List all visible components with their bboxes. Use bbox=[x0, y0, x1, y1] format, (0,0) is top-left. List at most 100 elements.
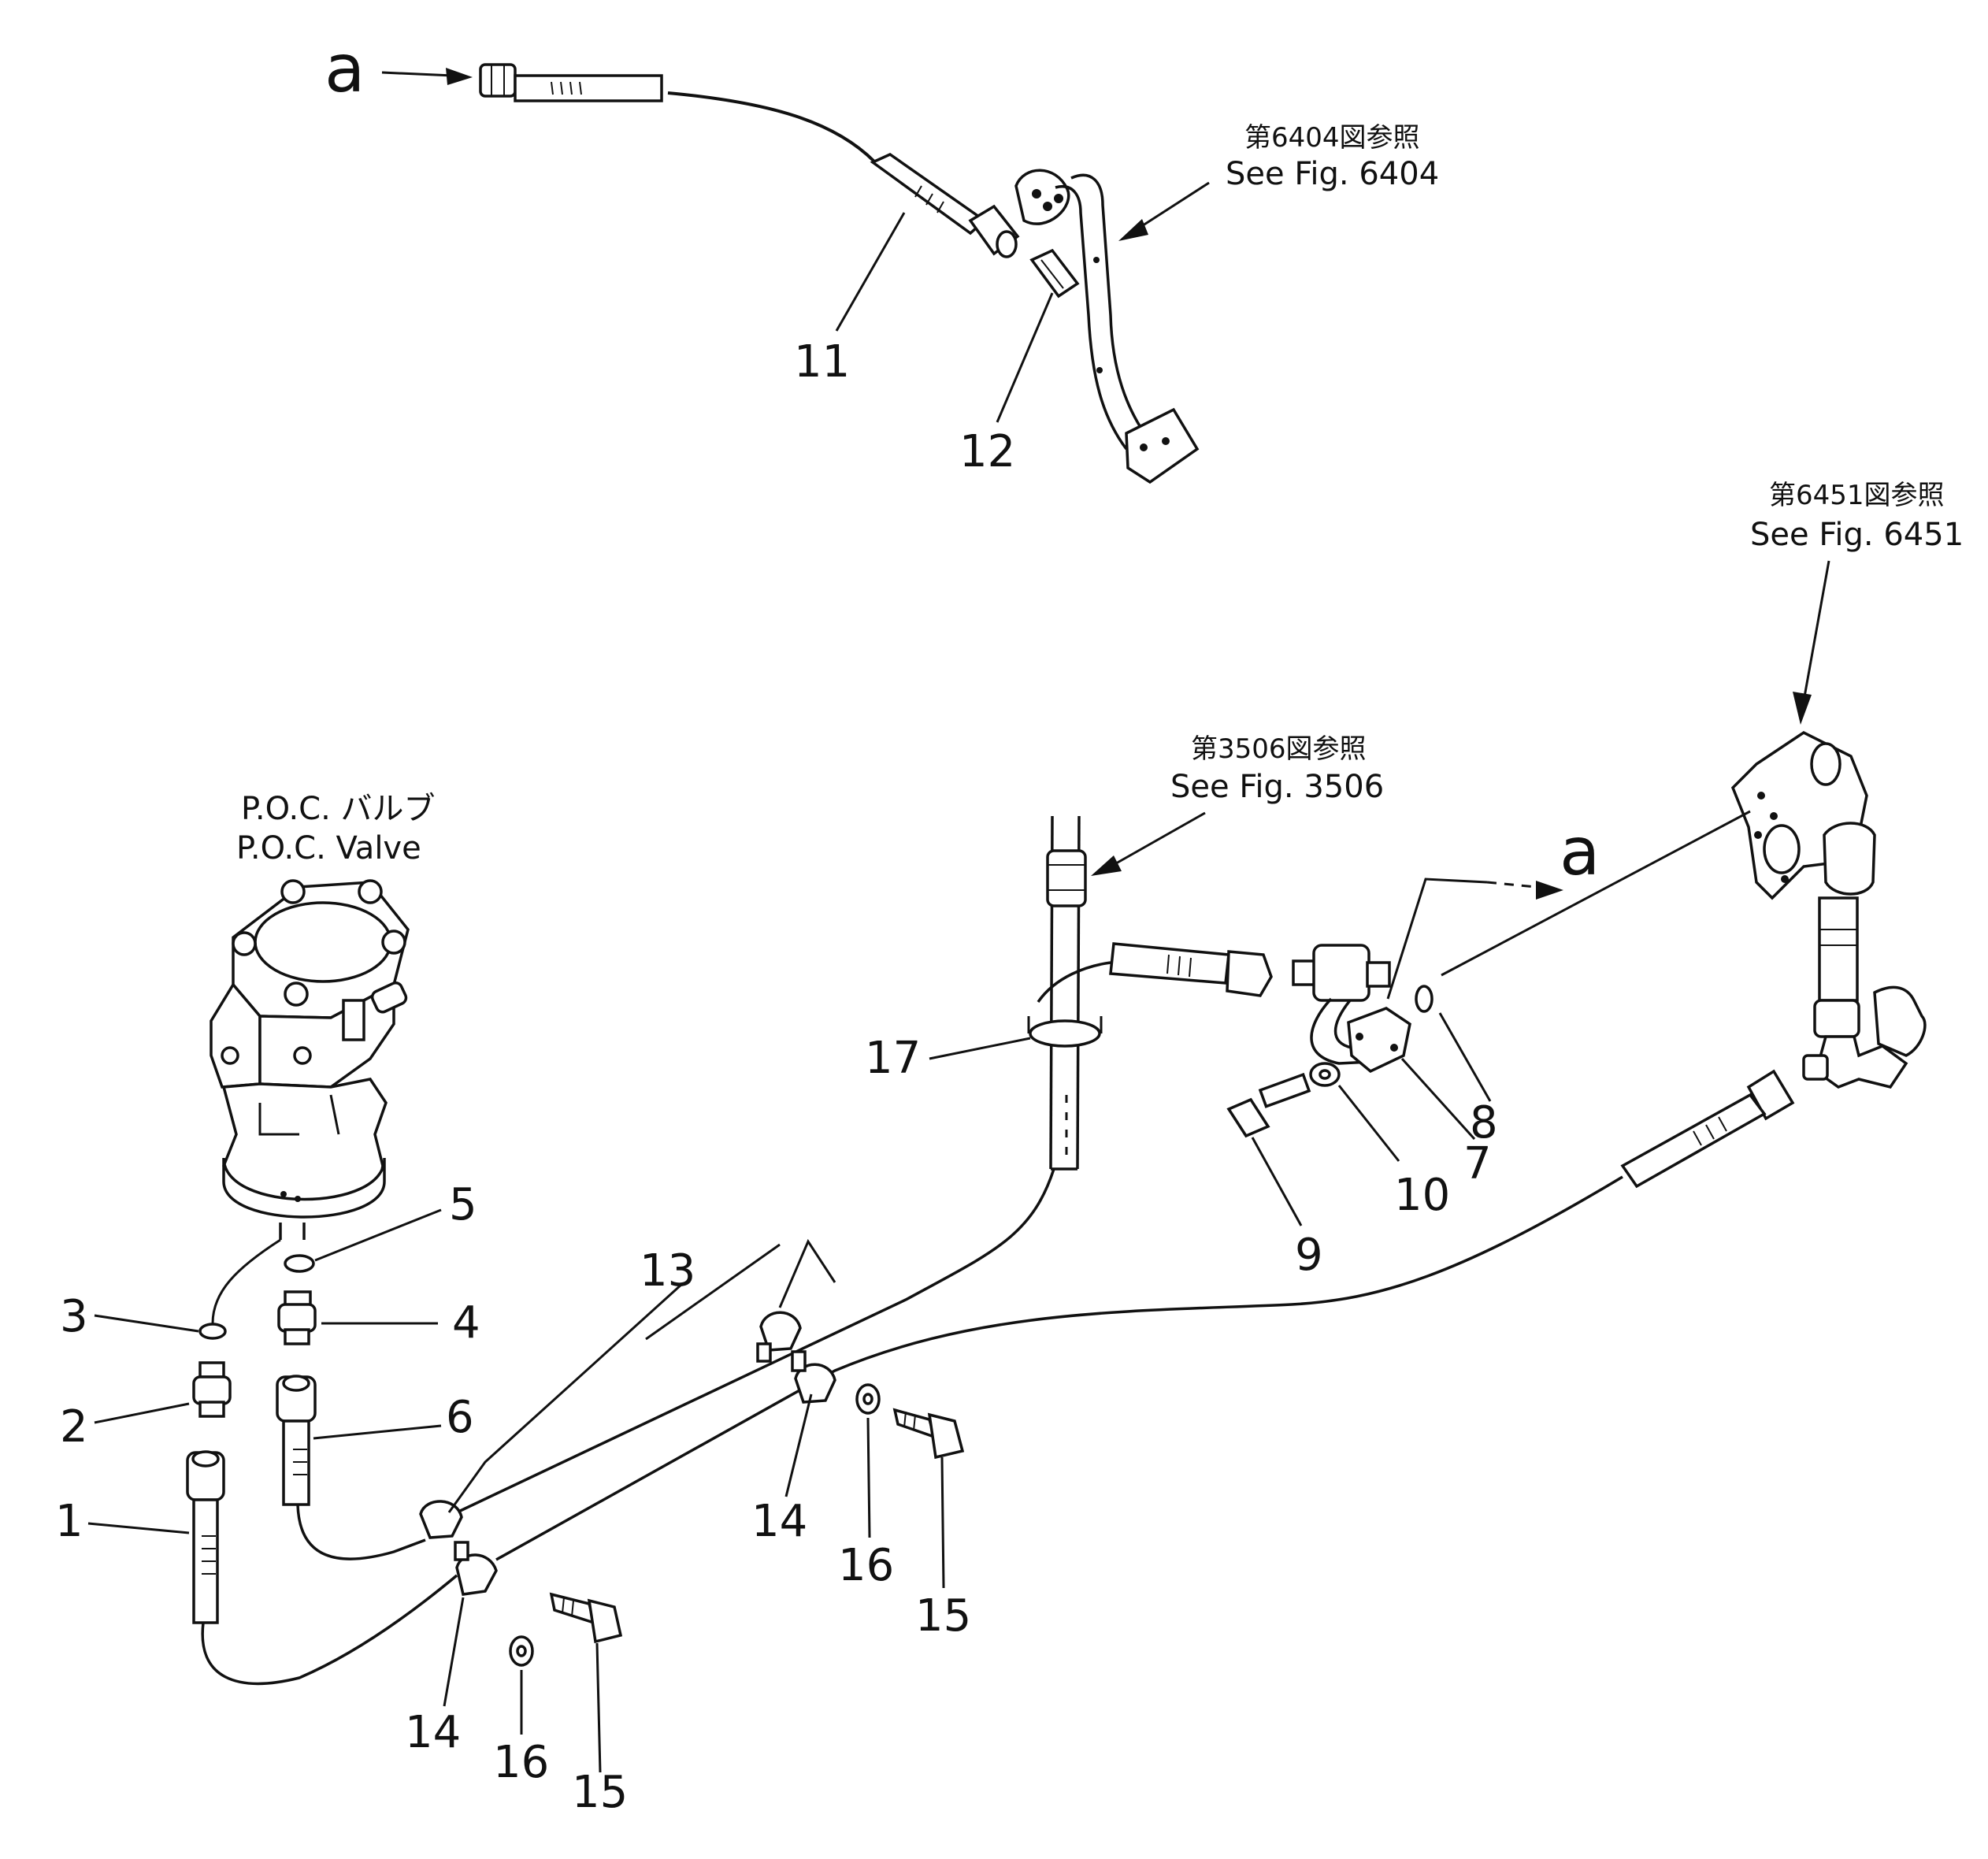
leader-5 bbox=[314, 1208, 442, 1262]
tee-body bbox=[1312, 944, 1370, 1002]
arrow-a-top-head bbox=[446, 68, 473, 85]
connector-2-bottom bbox=[198, 1401, 225, 1418]
arrow-6451 bbox=[1802, 560, 1830, 702]
manifold-elbow-body bbox=[1814, 1035, 1908, 1089]
connector-4-body bbox=[277, 1303, 317, 1333]
valve-cover bbox=[254, 901, 392, 983]
bolt-15-right-head bbox=[927, 1412, 965, 1460]
callout-5: 5 bbox=[449, 1179, 477, 1230]
poc-valve bbox=[87, 879, 442, 1624]
leader-14-left bbox=[443, 1597, 465, 1707]
manifold-nut bbox=[1813, 999, 1860, 1038]
flange-6404-bottom bbox=[1125, 407, 1200, 484]
leader-12 bbox=[996, 292, 1054, 423]
leader-9 bbox=[1251, 1137, 1303, 1226]
pipe-6404-outer bbox=[1070, 173, 1152, 443]
bolt-9-head bbox=[1226, 1097, 1270, 1138]
manifold-elbow-head bbox=[1873, 985, 1927, 1057]
leader-15-right bbox=[940, 1456, 945, 1589]
callout-9: 9 bbox=[1295, 1230, 1323, 1281]
hose-11-body bbox=[667, 91, 876, 163]
ref-6451-jp: 第6451図参照 bbox=[1769, 480, 1945, 511]
callout-7: 7 bbox=[1463, 1138, 1492, 1189]
connector-2-top bbox=[198, 1361, 225, 1378]
hose-11-nut-face bbox=[996, 230, 1018, 258]
valve-base-ring bbox=[222, 1157, 386, 1219]
callout-4: 4 bbox=[452, 1297, 480, 1349]
ref-6451-en: See Fig. 6451 bbox=[1750, 517, 1964, 553]
tee-stub-right bbox=[1366, 961, 1391, 988]
leader-10 bbox=[1337, 1085, 1400, 1162]
clamp-14-right-tab bbox=[791, 1350, 807, 1372]
connector-2-body bbox=[192, 1375, 232, 1405]
callout-16-left: 16 bbox=[493, 1737, 549, 1788]
callout-14-left: 14 bbox=[405, 1707, 461, 1758]
leader-6 bbox=[313, 1424, 442, 1440]
arrow-a-top bbox=[381, 71, 454, 77]
pipe-6404-inner bbox=[1055, 185, 1128, 451]
pipe-3506-nut bbox=[1046, 849, 1087, 907]
ref-6404-jp: 第6404図参照 bbox=[1244, 122, 1420, 154]
leader-13 bbox=[645, 1243, 781, 1341]
flange-6404-top bbox=[1014, 169, 1070, 225]
manifold-port-top bbox=[1810, 742, 1841, 786]
leader-13-a bbox=[447, 1282, 684, 1513]
tube-7-outer bbox=[1310, 997, 1371, 1065]
poc-label-jp: P.O.C. バルブ bbox=[241, 791, 436, 827]
callout-17: 17 bbox=[865, 1033, 921, 1084]
leader-2 bbox=[94, 1402, 190, 1424]
manifold-port-face bbox=[1763, 824, 1801, 874]
top-assembly bbox=[381, 63, 1210, 484]
callout-2: 2 bbox=[60, 1401, 88, 1453]
leader-manifold-8 bbox=[1441, 810, 1751, 977]
manifold-boss bbox=[1823, 822, 1876, 896]
pipe-upper-run bbox=[456, 1168, 1055, 1514]
connector-4-bottom bbox=[284, 1328, 310, 1345]
mark-a-right: a bbox=[1560, 813, 1600, 890]
pipe-lower-run bbox=[495, 1175, 1623, 1561]
callout-15-left: 15 bbox=[572, 1767, 628, 1818]
leader-17 bbox=[929, 1037, 1031, 1060]
hose-11-nut-left bbox=[479, 63, 517, 98]
callout-8: 8 bbox=[1470, 1097, 1498, 1148]
mark-a-top: a bbox=[325, 30, 365, 107]
hose-6-tail bbox=[296, 1504, 426, 1560]
labels: a a 第6404図参照 See Fig. 6404 第6451図参照 See … bbox=[55, 30, 1964, 1818]
bolt-9-shank bbox=[1258, 1072, 1311, 1108]
callout-16-right: 16 bbox=[838, 1540, 894, 1591]
valve-side-port bbox=[370, 981, 408, 1014]
ref-3506-en: See Fig. 3506 bbox=[1170, 769, 1384, 805]
arrow-a-right-head bbox=[1536, 881, 1563, 900]
callout-14-right: 14 bbox=[751, 1496, 807, 1547]
oring-8 bbox=[1415, 985, 1434, 1013]
callout-15-right: 15 bbox=[915, 1590, 971, 1642]
leader-15-left bbox=[595, 1642, 602, 1773]
middle-fitting-group bbox=[1037, 878, 1563, 1226]
clamp-upper-right bbox=[759, 1311, 802, 1352]
leader-3 bbox=[94, 1314, 199, 1333]
clamp-14-left-tab bbox=[454, 1541, 469, 1561]
manifold-6451 bbox=[1441, 560, 1927, 1189]
hose-1-tail bbox=[201, 1574, 458, 1686]
leader-16-right bbox=[866, 1417, 871, 1538]
ref-6404-en: See Fig. 6404 bbox=[1226, 156, 1439, 192]
clamp-upper-left bbox=[419, 1500, 463, 1539]
elbow-12 bbox=[1029, 248, 1080, 299]
callout-6: 6 bbox=[446, 1392, 474, 1443]
callout-11: 11 bbox=[794, 336, 850, 388]
callout-12: 12 bbox=[959, 426, 1015, 477]
hose-11-sleeve-right bbox=[870, 152, 987, 236]
flange-7 bbox=[1347, 1007, 1411, 1074]
arrow-3506 bbox=[1110, 811, 1206, 868]
manifold-adapter bbox=[1818, 896, 1859, 1002]
arrow-a-right-leader bbox=[1386, 878, 1488, 1000]
leader-1 bbox=[87, 1522, 190, 1534]
leader-3-arc bbox=[211, 1238, 281, 1324]
bolt-15-left-head bbox=[587, 1598, 623, 1644]
hose-main-sleeve-right bbox=[1620, 1093, 1767, 1189]
callout-1: 1 bbox=[55, 1496, 83, 1547]
hose-3506-lead bbox=[1037, 961, 1111, 1003]
hose-mid-sleeve bbox=[1109, 942, 1230, 985]
